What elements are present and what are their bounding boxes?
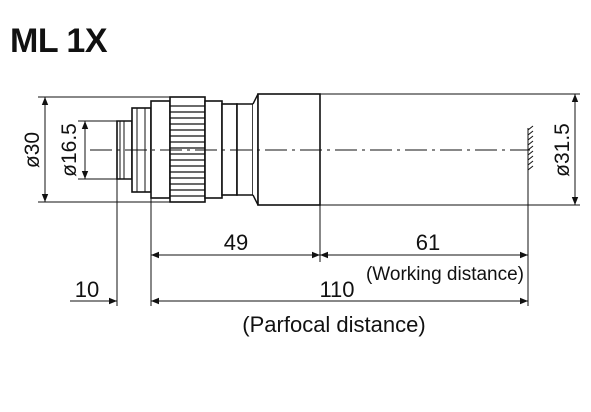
dim-length-parfocal: 110: [319, 277, 354, 302]
dim-length-body: 49: [224, 230, 248, 255]
dim-length-working: 61: [416, 230, 440, 255]
dim-parfocal-label: (Parfocal distance): [242, 312, 425, 337]
dim-working-label: (Working distance): [366, 264, 524, 285]
dim-diameter-field: ø31.5: [551, 123, 574, 177]
dim-diameter-thread: ø16.5: [58, 123, 81, 177]
dim-diameter-outer: ø30: [21, 132, 44, 168]
focal-plane-hatch: [527, 125, 534, 171]
dimension-lines: [41, 94, 579, 305]
lens-body: [116, 93, 321, 206]
lens-model-title: ML 1X: [10, 22, 108, 60]
knurl-pattern: [170, 105, 205, 197]
extension-lines: [38, 93, 580, 306]
dim-length-thread: 10: [75, 277, 99, 302]
